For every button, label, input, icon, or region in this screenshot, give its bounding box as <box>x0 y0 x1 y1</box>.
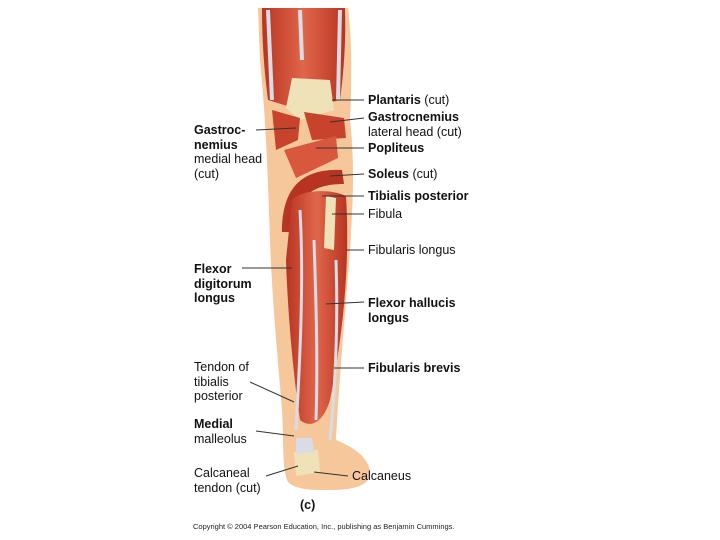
label-flexor-hallucis-longus: Flexor hallucis longus <box>368 296 456 325</box>
calcaneal-tendon-cut <box>296 438 314 454</box>
label-soleus-name: Soleus <box>368 167 409 181</box>
label-gastroc-medial-line1: Gastroc- <box>194 123 246 137</box>
fibula-strip <box>324 196 336 250</box>
label-flexor-hallucis-line1: Flexor hallucis <box>368 296 456 310</box>
gastrocnemius-medial-head <box>272 110 300 150</box>
label-calcaneal-tendon: Calcaneal tendon (cut) <box>194 466 261 495</box>
label-fibula: Fibula <box>368 207 402 222</box>
copyright-notice: Copyright © 2004 Pearson Education, Inc.… <box>193 522 455 531</box>
popliteal-fossa <box>286 78 334 120</box>
label-tendon-tibialis-posterior: Tendon of tibialis posterior <box>194 360 249 404</box>
label-plantaris: Plantaris (cut) <box>368 93 449 108</box>
label-gastroc-medial-line4: (cut) <box>194 166 219 181</box>
label-gastrocnemius-lateral: Gastrocnemius lateral head (cut) <box>368 110 462 139</box>
label-gastroc-medial-line3: medial head <box>194 152 263 166</box>
label-soleus: Soleus (cut) <box>368 167 437 182</box>
label-fibularis-brevis-name: Fibularis brevis <box>368 361 461 375</box>
label-tendon-tibialis-line2: tibialis <box>194 374 229 389</box>
label-calcaneus: Calcaneus <box>352 469 411 484</box>
label-popliteus-name: Popliteus <box>368 141 425 155</box>
label-gastrocnemius-medial: Gastroc- nemius medial head (cut) <box>194 123 262 181</box>
label-flexor-digitorum-line2: digitorum <box>194 276 252 291</box>
label-flexor-digitorum-longus: Flexor digitorum longus <box>194 262 252 306</box>
label-calcaneal-tendon-line1: Calcaneal <box>194 466 250 480</box>
label-fibularis-longus-name: Fibularis longus <box>368 243 456 257</box>
label-tendon-tibialis-line1: Tendon of <box>194 360 249 374</box>
label-plantaris-name: Plantaris <box>368 93 421 107</box>
label-tendon-tibialis-line3: posterior <box>194 389 243 403</box>
label-medial-malleolus-line2: malleolus <box>194 431 247 446</box>
label-soleus-note: (cut) <box>409 167 438 181</box>
label-gastroc-lateral-note: lateral head (cut) <box>368 124 462 139</box>
panel-label: (c) <box>300 498 316 512</box>
label-fibula-name: Fibula <box>368 207 403 221</box>
tendon-lines <box>294 209 339 441</box>
popliteus-muscle <box>284 136 338 178</box>
leader-lines <box>242 99 365 477</box>
label-flexor-digitorum-line3: longus <box>194 291 235 305</box>
label-fibularis-longus: Fibularis longus <box>368 243 456 258</box>
calcaneus-bone <box>294 450 320 476</box>
thigh-tendons <box>266 9 342 101</box>
label-flexor-hallucis-line2: longus <box>368 310 409 325</box>
label-gastroc-lateral-name: Gastrocnemius <box>368 110 460 124</box>
label-tibialis-posterior: Tibialis posterior <box>368 189 469 204</box>
label-popliteus: Popliteus <box>368 141 424 156</box>
gastrocnemius-lateral-head <box>304 112 346 140</box>
label-calcaneal-tendon-line2: tendon (cut) <box>194 480 261 495</box>
label-calcaneus-name: Calcaneus <box>352 469 412 483</box>
label-flexor-digitorum-line1: Flexor <box>194 262 232 276</box>
label-medial-malleolus-line1: Medial <box>194 417 233 431</box>
label-medial-malleolus: Medial malleolus <box>194 417 247 446</box>
label-gastroc-medial-line2: nemius <box>194 137 238 152</box>
label-tibialis-posterior-name: Tibialis posterior <box>368 189 469 203</box>
label-fibularis-brevis: Fibularis brevis <box>368 361 460 376</box>
label-plantaris-note: (cut) <box>420 93 450 107</box>
soleus-cut <box>282 169 344 232</box>
